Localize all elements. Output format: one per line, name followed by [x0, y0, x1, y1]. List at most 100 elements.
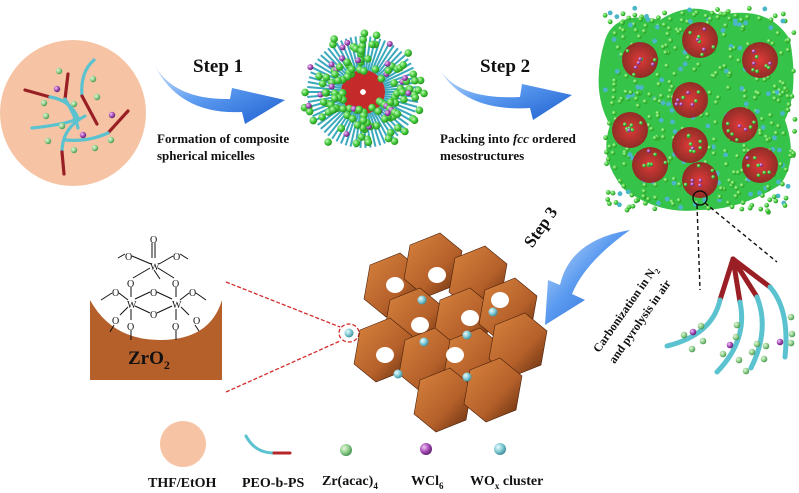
- fcc-shell-ball: [655, 15, 661, 21]
- fcc-core-ball: [674, 102, 679, 106]
- legend-w-swatch: [420, 443, 432, 455]
- fcc-shell-ball: [713, 100, 719, 105]
- fcc-shell-ball: [662, 10, 667, 16]
- w-precursor-ball: [328, 83, 335, 90]
- fcc-shell-ball: [635, 90, 641, 96]
- framework-zoom-callout: [225, 281, 360, 393]
- fcc-shell-ball: [643, 23, 648, 29]
- step1-caption-line2: spherical micelles: [157, 148, 255, 163]
- fcc-shell-ball: [780, 111, 785, 116]
- fcc-shell-ball: [647, 114, 652, 120]
- fcc-core-ball: [692, 149, 696, 154]
- fcc-shell-ball: [779, 181, 785, 187]
- fcc-core-ball: [688, 149, 693, 153]
- fcc-shell-ball: [678, 27, 684, 33]
- fcc-core-ball: [686, 133, 691, 138]
- fcc-shell-ball: [786, 102, 792, 107]
- fcc-shell-ball: [656, 81, 662, 87]
- fcc-shell-ball: [742, 94, 748, 100]
- step2-caption-fragment: mesostructures: [440, 148, 525, 163]
- fcc-shell-ball: [733, 193, 739, 199]
- fcc-shell-ball: [619, 20, 625, 26]
- zr-precursor-ball: [301, 88, 309, 97]
- fcc-core-ball: [730, 132, 734, 136]
- fcc-shell-ball: [769, 120, 775, 126]
- fcc-shell-ball: [722, 11, 728, 17]
- fcc-shell-ball: [663, 50, 669, 56]
- fcc-shell-ball: [641, 188, 647, 194]
- fcc-core-ball: [683, 182, 688, 187]
- step2-caption-fragment: ordered: [528, 131, 576, 146]
- zr-precursor-ball: [398, 88, 407, 96]
- fcc-shell-ball: [633, 198, 639, 204]
- w-precursor-ball: [401, 75, 408, 82]
- zr-precursor-ball: [390, 79, 398, 87]
- fcc-shell-ball: [704, 112, 710, 117]
- fcc-shell-ball: [610, 190, 616, 196]
- fcc-shell-ball: [725, 8, 731, 14]
- fcc-shell-ball: [756, 16, 762, 21]
- zr-precursor-ball: [401, 127, 409, 136]
- fcc-shell-ball: [725, 200, 731, 206]
- fcc-core-ball: [638, 57, 642, 61]
- fcc-shell-ball: [642, 182, 648, 188]
- zr-precursor-ball: [411, 93, 420, 102]
- fcc-shell-ball: [603, 135, 609, 141]
- zr-precursor-ball: [348, 114, 357, 123]
- fcc-core-ball: [679, 102, 683, 106]
- zr-precursor-ball: [335, 63, 344, 71]
- fcc-shell-ball: [638, 16, 643, 22]
- fcc-shell-ball: [614, 69, 620, 74]
- fcc-core-ball: [681, 95, 685, 100]
- fcc-shell-ball: [664, 196, 670, 202]
- fcc-core-ball: [696, 34, 701, 39]
- zr-precursor-ball: [415, 106, 424, 115]
- atom-o: O: [189, 288, 196, 299]
- fcc-shell-ball: [785, 93, 791, 99]
- fcc-shell-ball: [628, 90, 634, 95]
- fcc-shell-ball: [739, 86, 745, 91]
- fcc-core-ball: [746, 163, 751, 168]
- legend-copolymer-swatch: [244, 434, 276, 455]
- legend-label-wox-sub: x: [494, 480, 500, 491]
- fcc-shell-ball: [767, 112, 773, 118]
- fcc-shell-ball: [617, 178, 623, 184]
- fcc-shell-ball: [733, 13, 739, 19]
- w-precursor-ball: [354, 57, 361, 64]
- fcc-core-ball: [694, 99, 698, 103]
- legend-label-copolymer: PEO-b-PS: [242, 476, 305, 491]
- fcc-shell-ball: [696, 62, 701, 68]
- fcc-shell-ball: [718, 185, 724, 191]
- fcc-shell-ball: [614, 14, 620, 20]
- zr-precursor-ball: [359, 116, 368, 125]
- fcc-shell-ball: [625, 94, 631, 100]
- fcc-shell-ball: [612, 142, 617, 148]
- legend-label-solvent: THF/EtOH: [148, 476, 217, 491]
- fcc-shell-ball: [781, 81, 786, 86]
- fcc-shell-ball: [730, 180, 736, 186]
- fcc-shell-ball: [739, 182, 745, 188]
- zr-precursor-ball: [363, 55, 372, 63]
- zr-precursor-ball: [357, 133, 366, 141]
- fcc-shell-ball: [629, 192, 635, 198]
- fcc-shell-ball: [765, 137, 771, 143]
- zr-precursor-ball: [339, 104, 347, 113]
- fcc-shell-ball: [602, 87, 608, 93]
- atom-o: O: [193, 316, 200, 327]
- zr-precursor-ball: [390, 137, 399, 146]
- fcc-shell-ball: [743, 101, 749, 107]
- fcc-shell-ball: [644, 14, 649, 19]
- fcc-core-ball: [710, 168, 715, 173]
- w-precursor-ball: [405, 90, 412, 97]
- fcc-shell-ball: [723, 152, 729, 158]
- framework-block: [463, 357, 523, 423]
- w-precursor-ball: [344, 39, 351, 46]
- fcc-shell-ball: [762, 6, 768, 12]
- fcc-shell-ball: [660, 127, 666, 133]
- fcc-shell-ball: [633, 96, 639, 102]
- fcc-shell-ball: [620, 34, 626, 40]
- framework-pore: [411, 317, 429, 333]
- fcc-shell-ball: [625, 189, 631, 195]
- fcc-shell-ball: [668, 38, 673, 43]
- zr-precursor-ball: [321, 88, 330, 97]
